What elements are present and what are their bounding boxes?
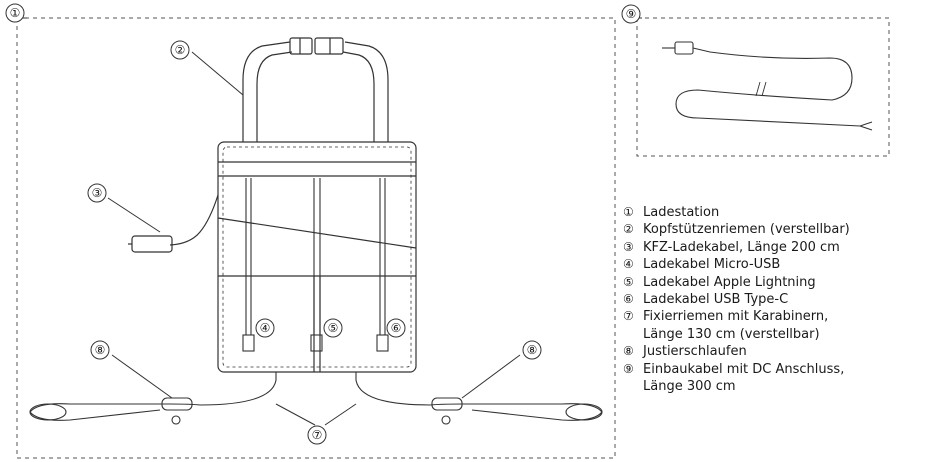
legend-marker: ⑦ bbox=[623, 309, 634, 324]
legend-text: Einbaukabel mit DC Anschluss, Länge 300 … bbox=[643, 361, 845, 395]
svg-text:⑧: ⑧ bbox=[95, 343, 106, 357]
car-plug bbox=[131, 235, 173, 253]
marker-9: ⑨ bbox=[621, 4, 641, 24]
adjust-loop-left bbox=[161, 397, 193, 411]
svg-text:⑥: ⑥ bbox=[391, 321, 402, 335]
svg-text:②: ② bbox=[175, 43, 186, 57]
legend-marker: ⑧ bbox=[623, 344, 634, 359]
marker-8-left: ⑧ bbox=[90, 340, 110, 360]
legend-marker: ⑥ bbox=[623, 292, 634, 307]
dc-plug bbox=[674, 41, 694, 55]
legend-item: ② Kopfstützenriemen (verstellbar) bbox=[623, 221, 933, 238]
buckle-left bbox=[289, 37, 313, 55]
legend-item: ① Ladestation bbox=[623, 204, 933, 221]
marker-6: ⑥ bbox=[386, 318, 406, 338]
legend-item: ⑥ Ladekabel USB Type-C bbox=[623, 291, 933, 308]
buckle-right bbox=[314, 37, 344, 55]
legend-marker: ⑤ bbox=[623, 274, 634, 289]
connector-lightning bbox=[310, 334, 323, 352]
marker-5: ⑤ bbox=[323, 318, 343, 338]
svg-text:①: ① bbox=[10, 6, 21, 20]
headrest-strap bbox=[242, 37, 389, 142]
frame-install-cable bbox=[636, 17, 890, 157]
legend-text: Kopfstützenriemen (verstellbar) bbox=[643, 222, 850, 238]
legend-item: ④ Ladekabel Micro-USB bbox=[623, 256, 933, 273]
legend-item: ⑦ Fixierriemen mit Karabinern, Länge 130 … bbox=[623, 308, 933, 343]
install-cable bbox=[662, 41, 873, 131]
marker-8-right: ⑧ bbox=[522, 340, 542, 360]
legend: ① Ladestation ② Kopfstützenriemen (verstel… bbox=[623, 204, 933, 395]
legend-text: Ladekabel USB Type-C bbox=[643, 292, 789, 308]
marker-3: ③ bbox=[87, 183, 107, 203]
fixing-straps bbox=[29, 372, 603, 425]
svg-text:⑤: ⑤ bbox=[328, 321, 339, 335]
leader-lines bbox=[17, 17, 642, 426]
legend-text: Ladestation bbox=[643, 205, 720, 220]
legend-marker: ② bbox=[623, 222, 634, 237]
legend-item: ⑧ Justierschlaufen bbox=[623, 343, 933, 360]
legend-text: Ladekabel Micro-USB bbox=[643, 257, 781, 273]
marker-1: ① bbox=[5, 3, 25, 23]
legend-marker: ③ bbox=[623, 239, 634, 254]
carabiner-right bbox=[565, 403, 603, 421]
legend-text: Ladekabel Apple Lightning bbox=[643, 274, 816, 290]
marker-2: ② bbox=[170, 40, 190, 60]
svg-text:⑧: ⑧ bbox=[527, 343, 538, 357]
connector-usb-c bbox=[376, 334, 389, 352]
legend-text: Justierschlaufen bbox=[643, 344, 747, 360]
connector-micro-usb bbox=[242, 334, 255, 352]
legend-marker: ⑨ bbox=[623, 361, 634, 376]
car-charging-cable bbox=[128, 194, 219, 253]
legend-item: ③ KFZ-Ladekabel, Länge 200 cm bbox=[623, 239, 933, 256]
svg-text:④: ④ bbox=[260, 321, 271, 335]
svg-text:⑦: ⑦ bbox=[312, 428, 323, 442]
legend-marker: ① bbox=[623, 205, 634, 219]
svg-text:⑨: ⑨ bbox=[626, 7, 637, 21]
legend-item: ⑨ Einbaukabel mit DC Anschluss, Länge 300… bbox=[623, 361, 933, 396]
marker-4: ④ bbox=[255, 318, 275, 338]
charging-station-bag bbox=[217, 141, 417, 373]
legend-text: Fixierriemen mit Karabinern, Länge 130 c… bbox=[643, 309, 829, 342]
charging-cables bbox=[242, 178, 389, 352]
carabiner-left bbox=[29, 403, 67, 421]
legend-text: KFZ-Ladekabel, Länge 200 cm bbox=[643, 239, 840, 255]
frame-charging-station bbox=[16, 17, 616, 459]
legend-marker: ④ bbox=[623, 257, 634, 272]
adjust-loop-right bbox=[431, 397, 463, 411]
marker-7: ⑦ bbox=[307, 425, 327, 445]
svg-text:③: ③ bbox=[92, 186, 103, 200]
legend-item: ⑤ Ladekabel Apple Lightning bbox=[623, 274, 933, 291]
